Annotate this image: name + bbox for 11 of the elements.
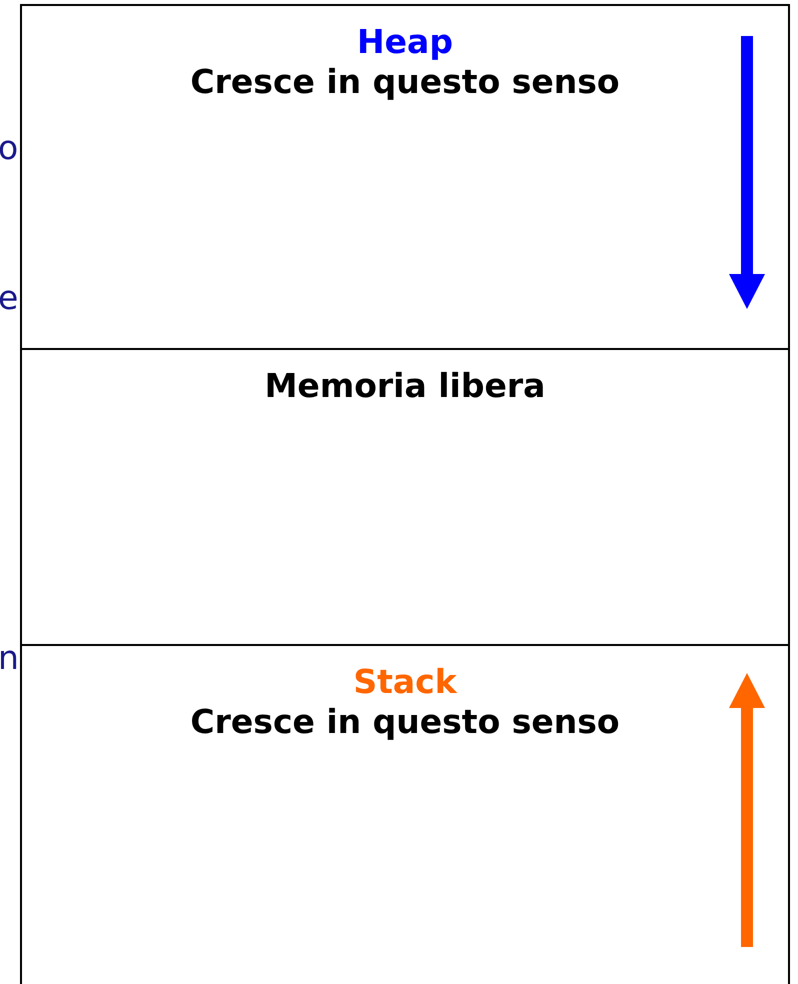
text-fragment: n <box>0 638 19 678</box>
memory-region-box <box>20 4 790 350</box>
region-title: Stack <box>352 662 458 702</box>
region-text: Cresce in questo senso <box>189 62 621 102</box>
memory-region-box <box>20 644 790 984</box>
text-fragment: o <box>0 128 18 168</box>
text-fragment: e <box>0 278 18 318</box>
region-text: Cresce in questo senso <box>189 702 621 742</box>
memory-region-box <box>20 348 790 646</box>
region-title: Heap <box>356 22 454 62</box>
region-text: Memoria libera <box>264 366 546 406</box>
